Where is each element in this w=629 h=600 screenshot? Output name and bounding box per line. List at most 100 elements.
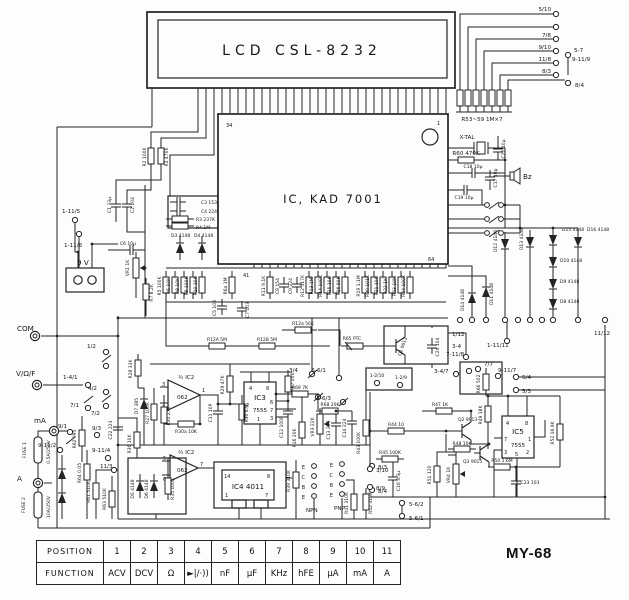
s5-4: 5/4 <box>522 375 531 381</box>
battery-box <box>65 267 105 293</box>
function-cell: A <box>373 562 401 585</box>
r31-label: R31 27K <box>166 405 172 425</box>
sym-r53 <box>456 83 464 113</box>
t5-6-1b: 5-6/1 <box>409 516 424 522</box>
ic4-p1: 1 <box>225 493 228 499</box>
r30a-label: R30a 10K <box>175 429 198 435</box>
r68-label: R68 20K <box>321 402 341 408</box>
lcd-left-pins <box>150 88 215 196</box>
s1-4-1: 1-4/1 <box>63 375 78 381</box>
s3-4-7: 3-4/7 <box>434 369 449 375</box>
ic3-part: 7555 <box>253 408 268 414</box>
ic5-box <box>501 415 535 459</box>
sym-r60 <box>451 156 481 164</box>
lcd-inner-box <box>157 19 448 79</box>
c4-label: C4 224 <box>201 209 217 215</box>
c6-label: C6 10μ <box>120 241 136 247</box>
ic3-p3: 3 <box>270 416 273 422</box>
s9-3: 9/3 <box>92 426 101 432</box>
r42-label: R42 310K <box>368 491 374 514</box>
c13-label: C13 223 <box>326 420 332 439</box>
ic1-box <box>217 113 449 265</box>
c16-label: C16 3.3μ <box>396 471 402 491</box>
sym-r54 <box>464 83 472 113</box>
left-switch-slashes <box>65 354 112 445</box>
fuse1-value: 0.5A/250V <box>46 439 52 463</box>
bz-label: Bz <box>523 172 532 181</box>
ic2b-part: 062 <box>177 468 188 474</box>
pin64: 64 <box>428 257 434 263</box>
c23-label: C23 103 <box>521 480 540 486</box>
r29-label: R29 47K <box>220 374 226 394</box>
sym-d13 <box>525 229 535 255</box>
r2-label: R2 100K <box>142 146 148 166</box>
r67-label: R67 20K <box>290 371 296 391</box>
model-number: MY-68 <box>506 545 552 562</box>
voltage-jack[interactable] <box>31 379 43 391</box>
position-cell: 9 <box>319 540 347 563</box>
pin41: 41 <box>243 273 249 279</box>
input-rail: COM V/Ω/F mA A FUSE 1 0.5A/250V FUSE 2 1… <box>16 88 610 529</box>
r43-label: R43 100K <box>356 431 362 454</box>
c1-label: C1 33μ <box>107 197 113 213</box>
s11-3: 11/3 <box>100 464 113 470</box>
s1-2-10: 1-2/10 <box>370 373 385 379</box>
s1-2-9: 1-2/9 <box>395 375 407 381</box>
pnp-e1: E <box>330 463 333 469</box>
position-cell: 4 <box>184 540 212 563</box>
r53-label: R53~59 1M×7 <box>461 117 503 123</box>
t5-7: 5-7 <box>574 48 584 54</box>
r48-label: R48 10K <box>453 441 473 447</box>
d8-label: D8 4148 <box>560 299 579 305</box>
ic3-label: IC3 <box>254 393 266 402</box>
r35-label: R35 100K <box>170 477 176 500</box>
amp-jack[interactable] <box>32 477 44 489</box>
c5-label: C5 104 <box>212 300 218 316</box>
r64-label: R64 0.05 <box>77 463 83 483</box>
lcd-block: LCD CSL-8232 <box>146 11 456 196</box>
r16b-label: R16 20K <box>292 427 298 447</box>
r52-label: R52 16.9K <box>550 420 556 444</box>
r6-label: R6 10K <box>166 277 172 294</box>
ic5-p4: 4 <box>506 421 509 427</box>
d12-label: D12 4148 <box>493 230 499 252</box>
hfe-stage: IC4 4011 14 8 1 7 R39 310K E C B E NPN E… <box>213 460 387 519</box>
r28-label: R28 33K <box>128 358 134 378</box>
d6-label: D6 4148 <box>144 479 150 498</box>
sym-r65 <box>340 342 370 350</box>
r12A-label: R12A 5M <box>207 337 227 343</box>
r1-label: R1 470K <box>164 146 170 166</box>
ic2b-triangle <box>169 454 200 482</box>
d16-label: D16 4148 <box>587 227 609 233</box>
t1-12: 1/12 <box>452 332 465 338</box>
npn-label: NPN <box>306 508 318 514</box>
r12-label: R12 517K <box>300 274 306 297</box>
fuse2-icon <box>33 487 43 523</box>
npn-e1: E <box>302 465 305 471</box>
lcd-pin-comb <box>221 88 447 113</box>
fuse2-label: FUSE 2 <box>21 497 27 513</box>
r65-label: R65 PTC <box>343 336 362 342</box>
r12a-label: R12a 56K <box>292 321 315 327</box>
ic3-p7: 7 <box>270 408 273 414</box>
s9-11-2: 9-11/2 <box>38 443 56 449</box>
s9-1: 9/1 <box>58 424 67 430</box>
r8-label: R8 10K <box>175 277 181 294</box>
t8-4b: 8/4 <box>378 489 387 495</box>
sym-r66 <box>482 367 490 397</box>
d4-label: D4 4148 <box>194 233 213 239</box>
sym-r63 <box>108 484 116 514</box>
t9-11-9: 9-11/9 <box>572 57 591 63</box>
t3-10: 3/10 <box>376 468 389 474</box>
ic1-pin1-mark <box>421 128 439 146</box>
d11-label: D11 4148 <box>489 283 495 305</box>
t8-9: 8/9 <box>376 486 385 492</box>
r3-label: R3 237K <box>196 217 216 223</box>
r24-label: R24 100K <box>401 274 407 297</box>
sym-d-prot2 <box>57 485 67 511</box>
pnp-e2: E <box>330 493 333 499</box>
s7-1: 7/1 <box>70 403 79 409</box>
r60-label: R60 470K <box>452 151 479 157</box>
function-cell: nF <box>211 562 239 585</box>
npn-c: C <box>302 475 306 481</box>
